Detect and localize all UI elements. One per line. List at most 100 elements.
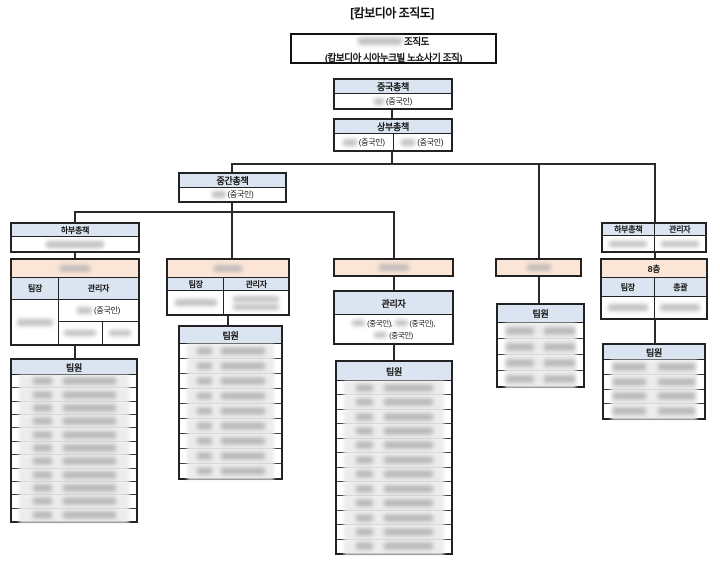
member-row	[337, 438, 451, 455]
branch5-member-list: 팀원	[602, 343, 706, 420]
connector	[393, 345, 395, 360]
member-row	[337, 539, 451, 556]
upper-chief-member: (중국인)	[335, 134, 393, 150]
redacted-text	[660, 304, 701, 311]
redacted-text	[383, 485, 433, 493]
redacted-text	[543, 343, 576, 350]
redacted-text	[383, 413, 433, 421]
manager-name-line1: (중국인), (중국인),	[352, 318, 435, 329]
redacted-text	[383, 398, 433, 406]
redacted-text	[658, 407, 695, 415]
connector	[538, 163, 540, 258]
manager-header: 관리자	[335, 292, 452, 315]
manager-name	[59, 322, 102, 344]
redacted-text	[33, 457, 52, 465]
connector	[74, 253, 76, 258]
redacted-text	[174, 299, 217, 306]
redacted-text	[658, 363, 695, 371]
branch2-member-list: 팀원	[178, 325, 283, 480]
member-row	[12, 468, 136, 483]
redacted-text	[394, 320, 408, 326]
member-rows	[604, 360, 704, 420]
team-leader-header: 팀장	[168, 278, 225, 290]
branch4-team-name	[495, 258, 582, 277]
redacted-text	[221, 437, 265, 445]
redacted-text	[62, 404, 117, 412]
redacted-text	[505, 359, 534, 366]
redacted-text	[505, 343, 534, 350]
branch2-role-header: 팀장 관리자	[168, 278, 288, 291]
redacted-text	[109, 330, 132, 336]
branch5-team-box: 8층 팀장 총괄	[600, 258, 708, 320]
member-row	[180, 389, 281, 405]
branch2-team-box: 팀장 관리자	[166, 258, 290, 316]
member-row	[180, 374, 281, 390]
member-row	[180, 344, 281, 360]
redacted-text	[33, 404, 52, 412]
redacted-text	[214, 265, 242, 272]
member-row	[180, 419, 281, 435]
member-row	[604, 374, 704, 391]
redacted-text	[658, 392, 695, 400]
redacted-text	[62, 377, 117, 385]
branch4-member-list: 팀원	[496, 303, 585, 388]
manager-header: 관리자	[654, 224, 705, 235]
redacted-text	[197, 467, 213, 475]
lower-chief-name	[603, 236, 655, 251]
member-row	[604, 360, 704, 376]
redacted-text	[356, 542, 374, 550]
lower-chief-member	[12, 237, 138, 251]
redacted-text	[197, 407, 213, 415]
redacted-text	[221, 422, 265, 430]
member-row	[12, 388, 136, 403]
redacted-text	[221, 347, 265, 355]
connector	[227, 316, 229, 325]
member-row	[337, 409, 451, 426]
manager-subrow	[59, 322, 138, 344]
branch3-team-name	[333, 258, 454, 277]
manager-header: 관리자	[224, 278, 288, 290]
redacted-text	[233, 295, 280, 302]
manager-name-line2: (중국인)	[374, 330, 413, 341]
member-row	[498, 323, 583, 340]
redacted-text	[233, 303, 280, 310]
connector	[393, 277, 395, 290]
member-row	[337, 481, 451, 498]
redacted-text	[383, 514, 433, 521]
redacted-text	[17, 318, 53, 326]
redacted-text	[77, 307, 93, 314]
redacted-text	[33, 511, 52, 519]
manager-name	[101, 322, 138, 344]
connector	[393, 211, 395, 258]
branch5-lower-chief-box: 하부총책 관리자	[601, 222, 707, 253]
redacted-text	[356, 384, 374, 392]
redacted-text	[613, 407, 646, 415]
member-row	[12, 455, 136, 470]
manager-name	[655, 236, 706, 251]
redacted-text	[221, 377, 265, 385]
redacted-text	[356, 456, 374, 464]
redacted-text	[211, 191, 226, 198]
supervisor-header: 총괄	[654, 278, 706, 296]
redacted-text	[62, 497, 117, 505]
branch5-top-header: 하부총책 관리자	[603, 224, 705, 236]
connector	[654, 163, 656, 222]
redacted-text	[401, 138, 416, 146]
redacted-text	[357, 36, 402, 45]
redacted-text	[505, 327, 534, 334]
member-row	[337, 467, 451, 483]
org-title-box: 조직도 (캄보디아 시아누크빌 노쇼사기 조직)	[290, 33, 497, 64]
redacted-text	[383, 427, 433, 435]
upper-chief-title: 상부총책	[335, 120, 451, 134]
member-rows	[12, 375, 136, 523]
member-row	[337, 381, 451, 397]
member-row	[604, 404, 704, 420]
connector	[231, 203, 233, 258]
member-row	[180, 434, 281, 450]
redacted-text	[356, 528, 374, 536]
branch1-lower-chief-box: 하부총책	[10, 222, 140, 253]
nationality-label: (중국인),	[367, 318, 393, 328]
redacted-text	[383, 499, 433, 507]
member-row	[12, 415, 136, 430]
